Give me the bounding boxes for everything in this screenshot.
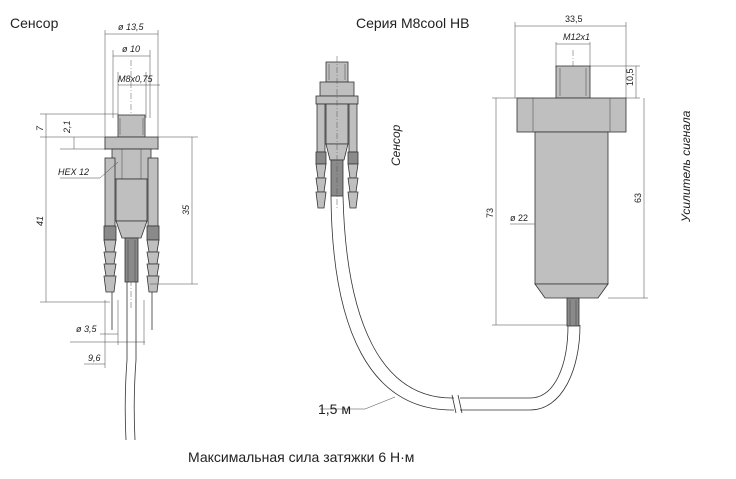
dim-diameter-10: ø 10: [122, 44, 140, 54]
dim-diameter-3-5: ø 3,5: [76, 324, 98, 334]
label-sensor-rotated: Сенсор: [389, 124, 403, 166]
dim-hex-12: HEX 12: [58, 167, 89, 177]
dim-height-7: 7: [35, 125, 45, 131]
dim-width-33-5: 33,5: [565, 14, 583, 24]
dim-height-2-1: 2,1: [62, 120, 72, 134]
label-cable-length: 1,5 м: [318, 401, 351, 417]
title-sensor: Сенсор: [10, 15, 59, 31]
dim-height-73: 73: [485, 208, 495, 218]
label-amplifier: Усилитель сигнала: [679, 110, 693, 223]
middle-sensor-drawing: [315, 56, 581, 414]
amplifier-drawing: [492, 22, 648, 327]
dim-height-41: 41: [35, 216, 45, 226]
footer-note: Максимальная сила затяжки 6 Н·м: [188, 449, 414, 465]
title-series: Серия M8cool HB: [356, 15, 469, 31]
left-sensor-drawing: [40, 30, 198, 441]
dim-height-35: 35: [181, 204, 191, 215]
dim-height-63: 63: [633, 193, 643, 203]
dim-thread-m12: M12x1: [563, 32, 590, 42]
dim-width-9-6: 9,6: [88, 353, 101, 363]
dim-diameter-13-5: ø 13,5: [118, 22, 145, 32]
dim-height-10-5: 10,5: [625, 68, 635, 86]
dim-thread-m8: M8x0,75: [118, 74, 154, 84]
dim-diameter-22: ø 22: [510, 213, 528, 223]
